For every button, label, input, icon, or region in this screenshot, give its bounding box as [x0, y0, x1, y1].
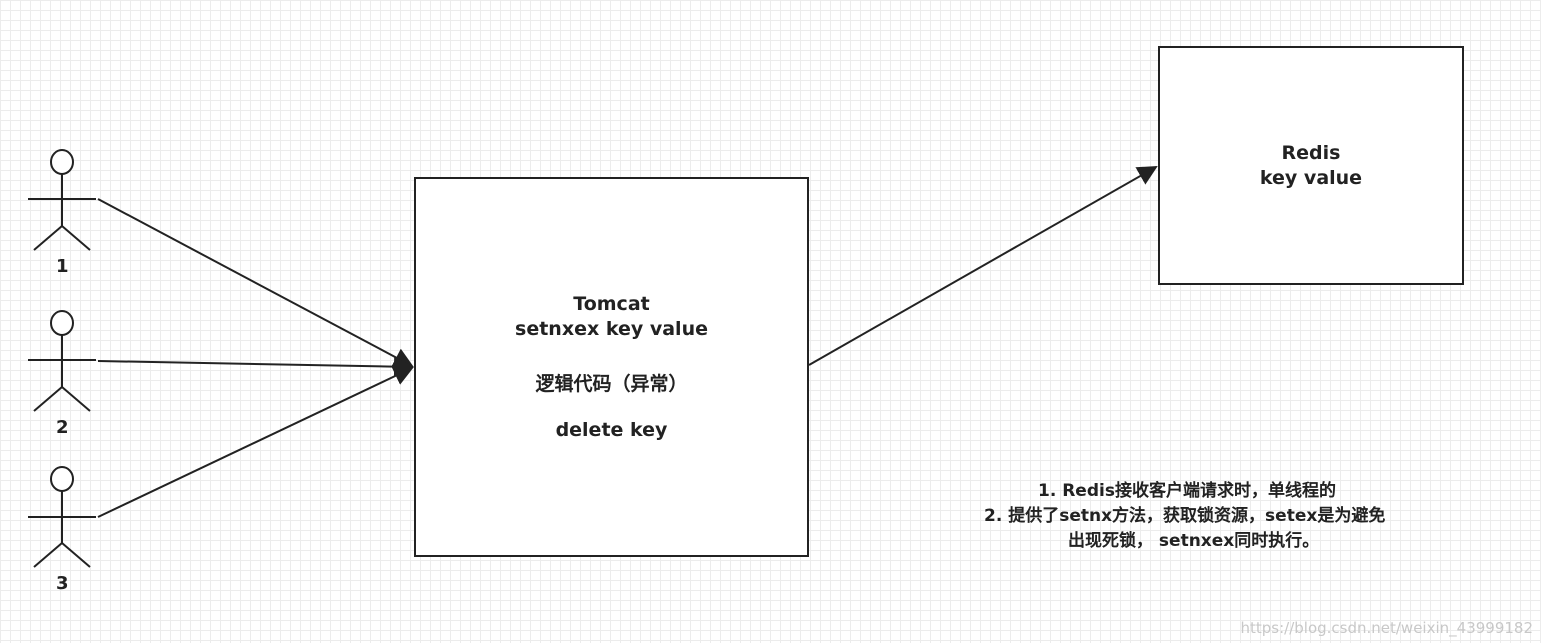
tomcat-cleanup: delete key [555, 419, 668, 441]
arrow-actor2-to-tomcat [97, 356, 414, 377]
note-line-2: 2. 提供了setnx方法，获取锁资源，setex是为避免 [984, 506, 1386, 526]
actor-3-label: 3 [56, 573, 69, 594]
actor-1-label: 1 [56, 256, 69, 277]
arrow-actor1-to-tomcat [97, 198, 414, 367]
tomcat-logic: 逻辑代码（异常） [535, 373, 688, 395]
watermark-text: https://blog.csdn.net/weixin_43999182 [1240, 619, 1533, 637]
arrow-actor3-to-tomcat [97, 366, 414, 518]
tomcat-server-box [414, 177, 809, 557]
actor-2-label: 2 [56, 417, 69, 438]
redis-subtitle: key value [1259, 167, 1363, 189]
actor-2-figure [28, 310, 96, 412]
redis-server-box [1158, 46, 1464, 285]
actor-1-figure [28, 149, 96, 251]
note-line-3: 出现死锁， setnxex同时执行。 [1068, 531, 1320, 551]
actor-3-figure [28, 466, 96, 568]
note-line-1: 1. Redis接收客户端请求时，单线程的 [1038, 481, 1336, 501]
tomcat-command: setnxex key value [515, 318, 708, 340]
arrow-tomcat-to-redis [808, 166, 1158, 366]
redis-title: Redis [1281, 142, 1341, 164]
tomcat-title: Tomcat [573, 293, 650, 315]
